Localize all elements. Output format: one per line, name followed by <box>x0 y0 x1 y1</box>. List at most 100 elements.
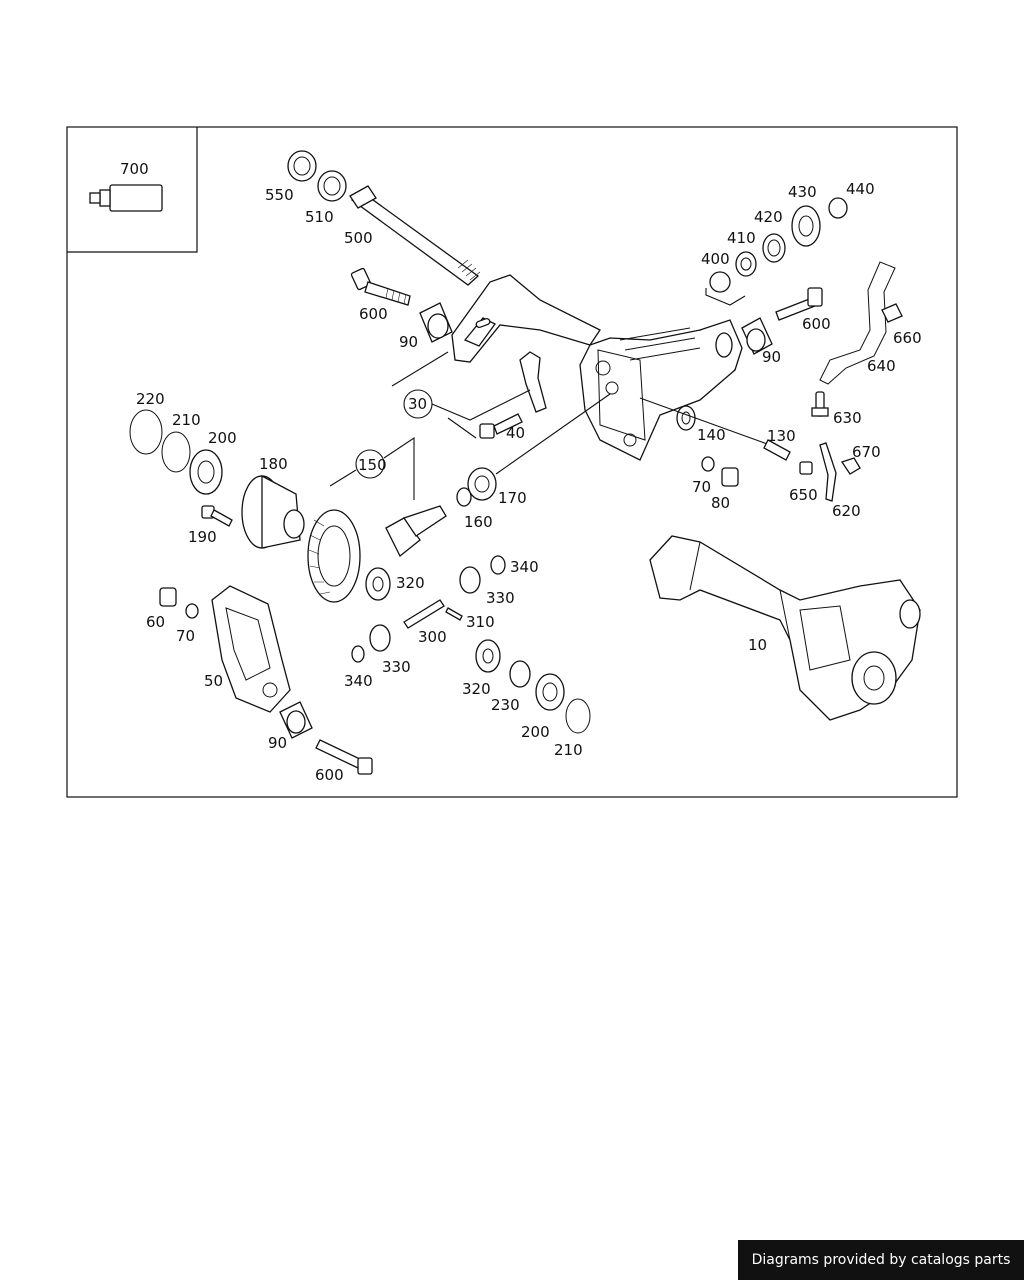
credit-banner: Diagrams provided by catalogs parts <box>738 1240 1024 1280</box>
callout-550: 550 <box>265 186 294 204</box>
part-80-plug[interactable] <box>721 467 739 487</box>
callout-650: 650 <box>789 486 818 504</box>
part-170-bearing[interactable] <box>467 467 497 501</box>
part-660-clip[interactable] <box>881 303 903 323</box>
part-550-seal[interactable] <box>287 150 317 182</box>
part-510-bearing[interactable] <box>317 170 347 202</box>
callout-220: 220 <box>136 390 165 408</box>
callout-330-upper: 330 <box>486 589 515 607</box>
callout-150-circle <box>355 449 385 479</box>
part-440-nut[interactable] <box>828 197 848 219</box>
callout-30: 30 <box>408 395 427 413</box>
part-330-gear-lower[interactable] <box>369 624 391 652</box>
callout-150: 150 <box>358 456 387 474</box>
inset-box <box>67 127 198 253</box>
callout-430: 430 <box>788 183 817 201</box>
callout-160: 160 <box>464 513 493 531</box>
part-150-ring-gear[interactable] <box>307 509 361 603</box>
callout-510: 510 <box>305 208 334 226</box>
part-430-flange[interactable] <box>791 205 821 247</box>
callout-210-left: 210 <box>172 411 201 429</box>
part-420-seal[interactable] <box>762 233 786 263</box>
part-90-bushing-lower[interactable] <box>279 701 313 739</box>
part-340-washer-lower[interactable] <box>351 645 365 663</box>
leader-130 <box>639 397 771 446</box>
part-150-pinion[interactable] <box>385 505 447 558</box>
part-600-bolt-left[interactable] <box>350 267 411 306</box>
part-410-bearing[interactable] <box>735 251 757 277</box>
part-300-shaft[interactable] <box>403 599 445 629</box>
part-200-bearing-left[interactable] <box>189 449 223 495</box>
callout-70-right: 70 <box>692 478 711 496</box>
part-70-washer-right[interactable] <box>701 456 715 472</box>
axle-housing[interactable] <box>451 274 743 461</box>
diagram-frame <box>66 126 958 798</box>
part-230-shim[interactable] <box>509 660 531 688</box>
part-40-bolt[interactable] <box>479 413 523 439</box>
callout-600-left: 600 <box>359 305 388 323</box>
part-320-gear-lower[interactable] <box>475 639 501 673</box>
part-130-stud[interactable] <box>763 439 791 461</box>
callout-50: 50 <box>204 672 223 690</box>
callout-600-right: 600 <box>802 315 831 333</box>
callout-170: 170 <box>498 489 527 507</box>
callout-620: 620 <box>832 502 861 520</box>
callout-180: 180 <box>259 455 288 473</box>
callout-200-left: 200 <box>208 429 237 447</box>
part-640-vent-hose[interactable] <box>819 261 896 385</box>
part-70-washer-left[interactable] <box>185 603 199 619</box>
callout-320-lower: 320 <box>462 680 491 698</box>
callout-660: 660 <box>893 329 922 347</box>
callout-630: 630 <box>833 409 862 427</box>
part-90-bushing-left[interactable] <box>419 302 453 343</box>
part-210-ring-lower[interactable] <box>565 698 591 734</box>
callout-60: 60 <box>146 613 165 631</box>
leader-400 <box>705 288 746 306</box>
part-700-tube[interactable] <box>89 184 163 212</box>
part-600-bolt-lower[interactable] <box>315 739 373 775</box>
part-600-bolt-right[interactable] <box>775 287 823 321</box>
part-30-bracket[interactable] <box>519 351 547 413</box>
part-320-gear-upper[interactable] <box>365 567 391 601</box>
callout-90-left: 90 <box>399 333 418 351</box>
callout-410: 410 <box>727 229 756 247</box>
callout-320-upper: 320 <box>396 574 425 592</box>
callout-labels: 700 550 510 500 600 90 30 40 220 210 200… <box>120 160 922 784</box>
part-210-ring-left[interactable] <box>161 431 191 473</box>
callout-420: 420 <box>754 208 783 226</box>
part-60-plug[interactable] <box>159 587 177 607</box>
part-220-ring[interactable] <box>129 409 163 455</box>
part-340-washer-upper[interactable] <box>490 555 506 575</box>
callout-640: 640 <box>867 357 896 375</box>
part-330-gear-upper[interactable] <box>459 566 481 594</box>
part-670-clip[interactable] <box>840 457 861 475</box>
callout-340-lower: 340 <box>344 672 373 690</box>
part-620-bracket[interactable] <box>819 442 837 502</box>
part-630-fitting[interactable] <box>811 391 829 417</box>
callout-90-lower: 90 <box>268 734 287 752</box>
callout-300: 300 <box>418 628 447 646</box>
part-180-carrier[interactable] <box>241 474 305 549</box>
callout-340-upper: 340 <box>510 558 539 576</box>
part-10-axle-assembly[interactable] <box>649 535 921 721</box>
part-200-bearing-lower[interactable] <box>535 673 565 711</box>
part-500-shaft[interactable] <box>349 185 481 286</box>
part-650-clamp[interactable] <box>799 461 813 475</box>
callout-600-lower: 600 <box>315 766 344 784</box>
part-310-pin[interactable] <box>445 607 463 621</box>
callout-400: 400 <box>701 250 730 268</box>
callout-330-lower: 330 <box>382 658 411 676</box>
part-90-bushing-right[interactable] <box>741 317 773 355</box>
part-160-ring[interactable] <box>456 487 472 507</box>
callout-10: 10 <box>748 636 767 654</box>
part-400-ring[interactable] <box>709 271 731 293</box>
part-190-bolt[interactable] <box>201 505 233 527</box>
callout-130: 130 <box>767 427 796 445</box>
callout-210-lower: 210 <box>554 741 583 759</box>
leader-150 <box>329 436 415 500</box>
part-140-seal[interactable] <box>676 405 696 431</box>
part-50-cover[interactable] <box>211 585 291 713</box>
callout-200-lower: 200 <box>521 723 550 741</box>
callout-670: 670 <box>852 443 881 461</box>
